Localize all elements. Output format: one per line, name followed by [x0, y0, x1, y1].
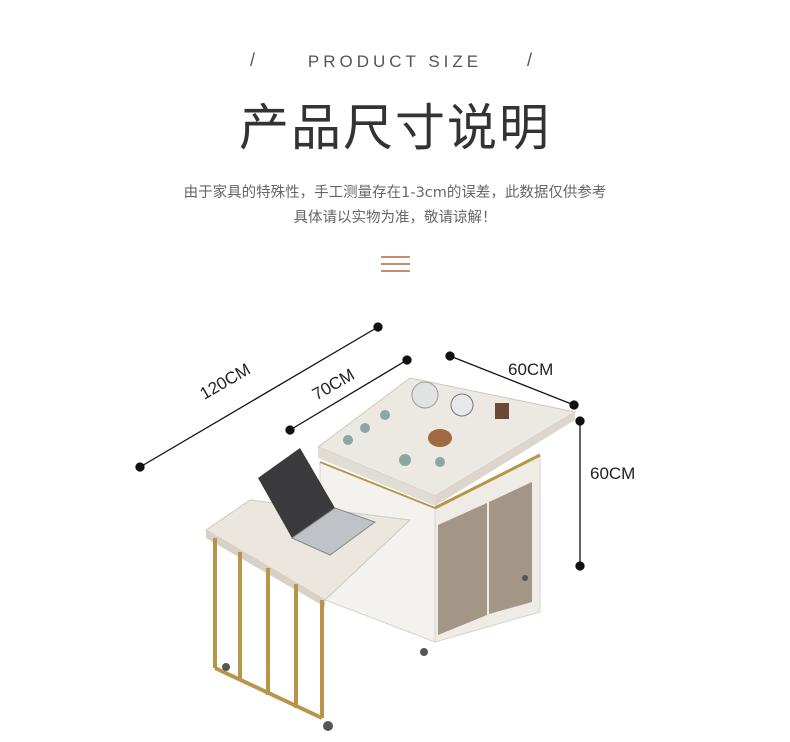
dimension-height: 60CM	[590, 464, 636, 483]
subtitle-english: PRODUCT SIZE	[307, 52, 483, 71]
disclaimer-line-1: 由于家具的特殊性，手工测量存在1-3cm的误差，此数据仅供参考	[183, 185, 607, 201]
divider-lines-icon	[381, 256, 410, 277]
page-title: 产品尺寸说明	[239, 99, 551, 157]
cabinet	[317, 377, 577, 643]
decor-slash-right: /	[527, 50, 533, 70]
dimension-depth: 60CM	[508, 360, 554, 379]
laptop	[258, 448, 377, 556]
decor-slash-left: /	[250, 50, 256, 70]
disclaimer-line-2: 具体请以实物为准，敬请谅解！	[293, 210, 497, 226]
dimension-lines	[135, 322, 585, 571]
